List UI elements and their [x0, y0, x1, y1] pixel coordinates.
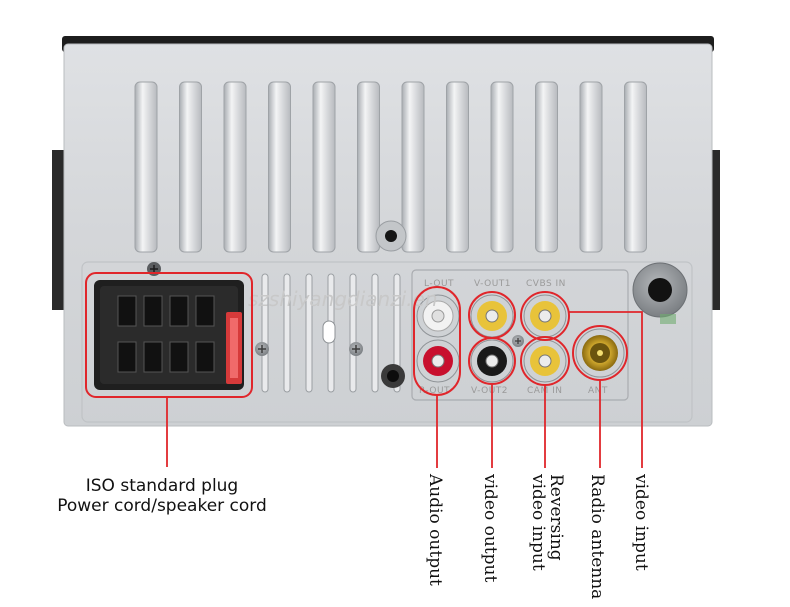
iso-pin-slot: [117, 295, 137, 327]
rca-v-out1: [470, 294, 514, 338]
cooling-fin: [446, 81, 469, 253]
iso-pin-slot: [143, 295, 163, 327]
callout-reversing-line2: video input: [528, 473, 548, 571]
iso-pin-slot: [169, 295, 189, 327]
callout-audio-output: Audio output: [425, 473, 445, 586]
iso-pin-slot: [195, 295, 215, 327]
small-screw-rca: [512, 335, 524, 347]
vent-slot: [305, 273, 313, 393]
oval-slot: [322, 320, 336, 344]
rca-v-out2: [470, 339, 514, 383]
vent-slot: [349, 273, 357, 393]
label-r-out: R-OUT: [419, 386, 450, 396]
cooling-fin: [268, 81, 291, 253]
iso-pin-slot: [143, 341, 163, 373]
rca-r-out: [416, 339, 460, 383]
watermark: szshiyangdianzi.en: [248, 287, 438, 311]
rca-cam-in: [523, 339, 567, 383]
rca-l-out: [416, 294, 460, 338]
cooling-fin: [490, 81, 514, 253]
small-screw-center: [349, 342, 363, 356]
callout-reversing-line1: Reversing: [546, 474, 566, 561]
vent-slot: [283, 273, 291, 393]
cooling-fin: [179, 81, 202, 253]
label-cvbs-in: CVBS IN: [526, 279, 566, 289]
cooling-fins: [134, 81, 647, 253]
rca-cvbs-in: [523, 294, 567, 338]
mounting-screw: [375, 220, 407, 252]
cooling-fin: [134, 81, 158, 253]
cooling-fin: [624, 81, 647, 253]
cooling-fin: [357, 81, 380, 253]
label-v-out1: V-OUT1: [474, 279, 511, 289]
iso-connector: [94, 280, 244, 390]
vent-slot: [261, 273, 269, 393]
rubber-mount-knob: [632, 262, 688, 324]
cooling-fin: [312, 81, 336, 253]
label-v-out2: V-OUT2: [471, 386, 508, 396]
label-ant: ANT: [588, 386, 608, 396]
vent-slot: [393, 273, 401, 393]
vent-slots: [261, 273, 401, 393]
cooling-fin: [535, 81, 558, 253]
cooling-fin: [579, 81, 603, 253]
label-l-out: L-OUT: [424, 279, 454, 289]
cooling-fin: [401, 81, 425, 253]
cooling-fin: [223, 81, 247, 253]
callout-video-input: video input: [631, 473, 651, 571]
callout-video-output: video output: [480, 473, 500, 582]
iso-pin-slot: [169, 341, 189, 373]
vent-slot: [371, 273, 379, 393]
iso-pin-slot: [195, 341, 215, 373]
small-screw-left: [255, 342, 269, 356]
iso-pin-slot: [117, 341, 137, 373]
panel-recess-lines: [81, 261, 693, 423]
antenna-port: [575, 328, 625, 378]
callout-radio-antenna: Radio antenna: [587, 474, 607, 599]
iso-label-line2: Power cord/speaker cord: [57, 496, 267, 516]
leader-lines: [166, 311, 643, 468]
iso-label-line1: ISO standard plug: [86, 476, 238, 496]
small-black-jack: [381, 364, 405, 388]
